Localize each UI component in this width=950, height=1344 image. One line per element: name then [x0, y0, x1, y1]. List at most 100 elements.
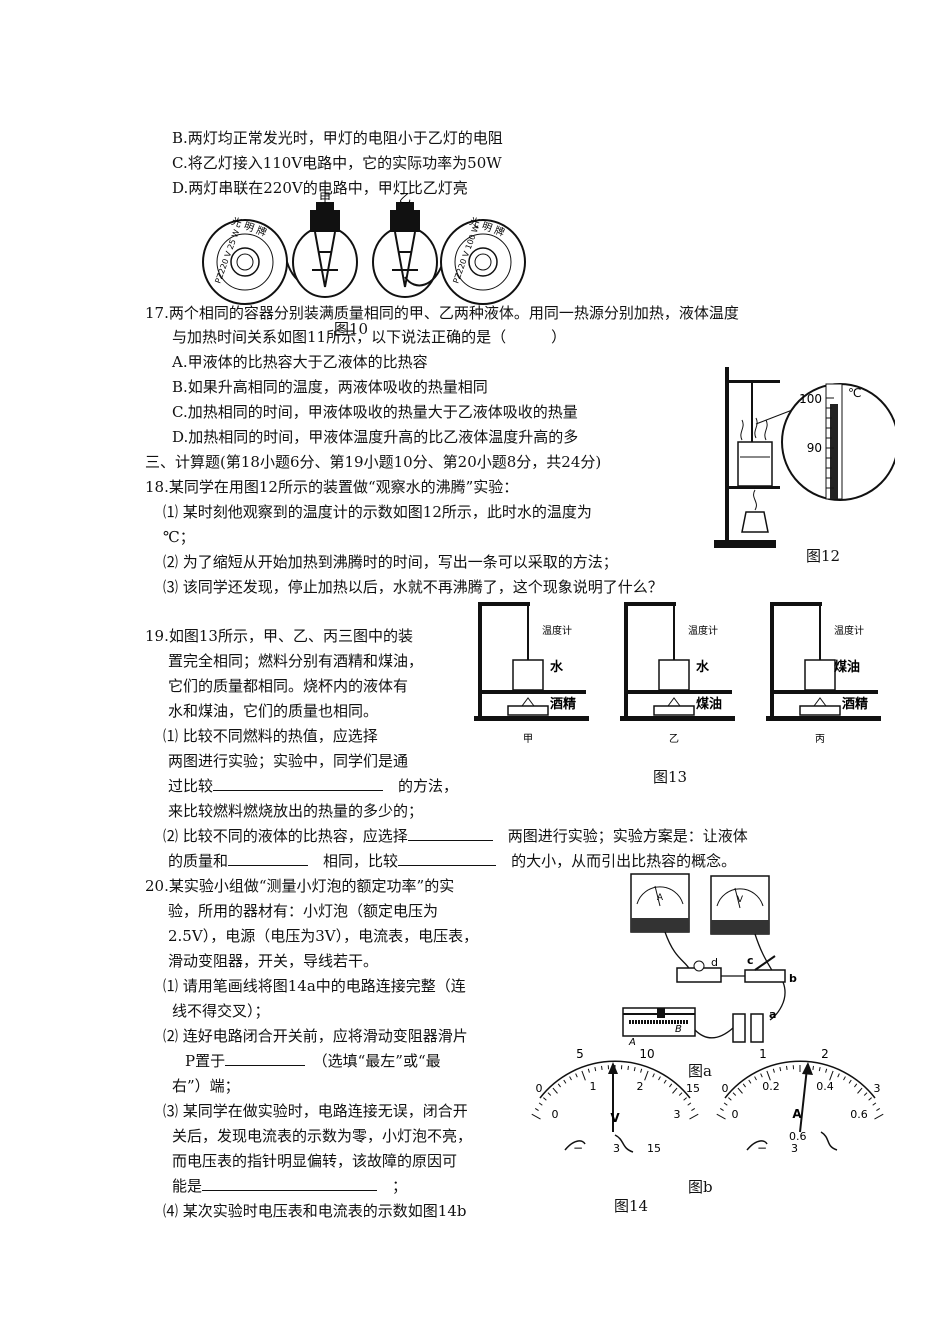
figure-12-caption: 图12 [806, 547, 841, 565]
scale-tick [848, 1079, 852, 1084]
section-3-heading: 三、计算题(第18小题6分、第19小题10分、第20小题8分，共24分) [145, 453, 602, 471]
node-c: c [747, 954, 754, 967]
scale-tick [766, 1070, 771, 1081]
liquid-label-jia: 水 [550, 659, 564, 675]
scale-tick [689, 1113, 699, 1120]
scale-tick [672, 1087, 678, 1094]
q20-blank-slider[interactable] [225, 1051, 306, 1066]
thermometer-90: 90 [807, 441, 822, 455]
scale-tick [594, 1067, 597, 1072]
scale-tick [652, 1073, 655, 1078]
scale-tick [854, 1083, 858, 1088]
q18-stem: 18.某同学在用图12所示的装置做“观察水的沸腾”实验： [145, 478, 519, 496]
label-jia: 甲 [319, 192, 331, 205]
q19-part2-line-2: 的质量和 相同，比较 的大小，从而引出比热容的概念。 [168, 851, 736, 871]
liquid-label-yi: 水 [696, 659, 710, 675]
scale-tick [825, 1068, 828, 1073]
figure-13-caption: 图13 [653, 768, 688, 786]
scale-tick [581, 1070, 586, 1081]
node-a: a [769, 1008, 776, 1021]
q17-stem-1: 17.两个相同的容器分别装满质量相同的甲、乙两种液体。用同一热源分别加热，液体温… [145, 304, 739, 322]
scale-tick [543, 1097, 547, 1101]
fuel-label-yi: 煤油 [696, 696, 722, 712]
panel-name-yi: 乙 [669, 733, 679, 745]
fuel-label-bing: 酒精 [842, 696, 868, 712]
scale-tick [732, 1092, 737, 1096]
thermometer-unit: ℃ [848, 386, 861, 400]
scale-tick [719, 1108, 724, 1112]
v-term-3: 3 [613, 1142, 620, 1155]
scale-tick [663, 1079, 667, 1084]
node-d: d [711, 956, 718, 969]
a-minor-02: 0.2 [762, 1080, 780, 1093]
q19-blank-method[interactable] [213, 776, 384, 791]
scale-tick [868, 1097, 872, 1101]
scale-tick [772, 1068, 775, 1073]
scale-tick [587, 1068, 590, 1073]
scale-tick [687, 1102, 692, 1106]
panel-yi: 温度计 水 煤油 乙 [620, 602, 735, 745]
scale-tick [683, 1097, 687, 1101]
ammeter-glyph: A [657, 893, 664, 903]
a-symbol: A [792, 1107, 802, 1121]
q20-line-4: 滑动变阻器，开关，导线若干。 [168, 952, 379, 970]
scale-tick [627, 1065, 629, 1070]
v-term-15: 15 [647, 1142, 661, 1155]
scale-tick [691, 1108, 696, 1112]
q19-blank-compare[interactable] [398, 851, 497, 866]
q19-blank-same[interactable] [228, 851, 309, 866]
scale-tick [547, 1092, 552, 1096]
figure-14a-circuit: A V d c b A B a [622, 873, 797, 1048]
v-minor-2: 2 [637, 1080, 644, 1093]
q19-blank-choose[interactable] [407, 826, 493, 841]
q20-part2-choice: （选填“最左”或“最 [320, 1052, 441, 1070]
q19-line-7: 过比较 的方法， [168, 776, 458, 796]
scale-tick [531, 1113, 541, 1120]
q20-part2: ⑵ 连好电路闭合开关前，应将滑动变阻器滑片 [163, 1027, 468, 1045]
q20-part1: ⑴ 请用笔画线将图14a中的电路连接完整（连 [163, 977, 466, 995]
v-minor-3: 3 [674, 1108, 681, 1121]
scale-tick [779, 1067, 782, 1072]
q19-line-8: 来比较燃料燃烧放出的热量的多少的； [168, 802, 424, 820]
panel-name-bing: 丙 [815, 734, 825, 745]
scale-tick [633, 1067, 636, 1072]
q20-blank-fault[interactable] [202, 1176, 378, 1191]
q20-part3: ⑶ 某同学在做实验时，电路连接无误，闭合开 [163, 1102, 468, 1120]
v-minor-1: 1 [590, 1080, 597, 1093]
q18-part3: ⑶ 该同学还发现，停止加热以后，水就不再沸腾了，这个现象说明了什么？ [163, 578, 663, 596]
figure-12-boiling-apparatus: 100 90 ℃ [714, 367, 895, 548]
q19-part2-d: 相同，比较 [323, 852, 399, 870]
v-term-minus: − [573, 1141, 583, 1155]
v-end-15: 15 [686, 1082, 700, 1095]
q20-part4: ⑷ 某次实验时电压表和电流表的示数如图14b [163, 1202, 467, 1220]
scale-tick [863, 1092, 868, 1096]
liquid-label-bing: 煤油 [834, 659, 860, 675]
scale-tick [644, 1070, 649, 1081]
scale-tick [843, 1076, 846, 1081]
v-major-5: 5 [576, 1047, 584, 1061]
q20-part2-pos: P置于 [185, 1052, 226, 1070]
q20-part1-cont: 线不得交叉）； [172, 1002, 270, 1020]
label-yi: 乙 [399, 192, 411, 205]
a-major-1: 1 [759, 1047, 767, 1061]
v-minor-0: 0 [552, 1108, 559, 1121]
q20-line-1: 20.某实验小组做“测量小灯泡的额定功率”的实 [145, 877, 455, 895]
q17-option-b: B.如果升高相同的温度，两液体吸收的热量相同 [172, 378, 488, 396]
figure-10-caption: 图10 [334, 320, 369, 338]
q17-stem-2: 与加热时间关系如图11所示，以下说法正确的是（ ） [172, 328, 567, 346]
scale-tick [728, 1097, 732, 1101]
scale-tick [716, 1113, 726, 1120]
scale-tick [818, 1067, 821, 1072]
panel-name-jia: 甲 [523, 734, 533, 745]
q20-part3-reason: 能是 [172, 1177, 203, 1195]
q16-option-b: B.两灯均正常发光时，甲灯的电阻小于乙灯的电阻 [172, 129, 503, 147]
q18-part1: ⑴ 某时刻他观察到的温度计的示数如图12所示，此时水的温度为 [163, 503, 592, 521]
thermometer-label: 温度计 [688, 624, 718, 637]
q19-part2-b: 两图进行实验；实验方案是：让液体 [507, 827, 748, 845]
scale-tick [669, 1083, 673, 1088]
scale-tick [872, 1102, 877, 1106]
q20-part3-end: ； [392, 1177, 408, 1195]
scale-tick [723, 1102, 728, 1106]
q19-line-6: 两图进行实验；实验中，同学们是通 [168, 752, 409, 770]
figure-14b-label: 图b [688, 1178, 713, 1196]
